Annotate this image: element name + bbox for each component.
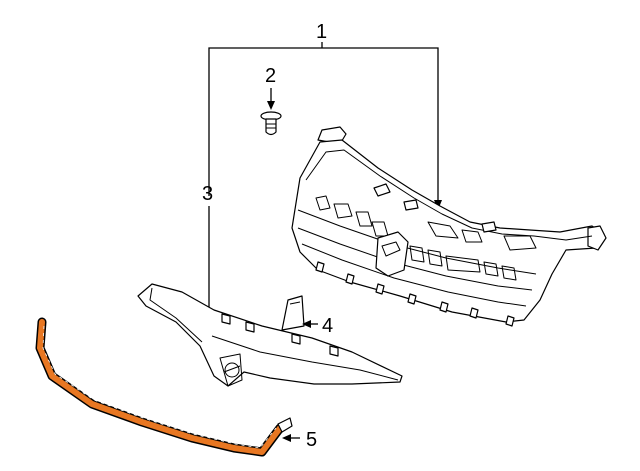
callout-2[interactable]: 2: [265, 65, 276, 87]
callout-5-leader: [282, 434, 300, 442]
callout-4[interactable]: 4: [322, 315, 333, 337]
callout-3[interactable]: 3: [202, 183, 213, 205]
retainer-clip[interactable]: [260, 111, 282, 136]
callout-2-leader: [267, 88, 275, 110]
callout-5[interactable]: 5: [306, 429, 317, 451]
callout-4-leader: [302, 320, 318, 328]
grille-assembly[interactable]: [291, 126, 607, 327]
saturn-logo-icon: [223, 362, 241, 378]
callout-3-leader: [205, 206, 213, 318]
emblem-plate[interactable]: [281, 295, 305, 331]
callout-1[interactable]: 1: [316, 21, 327, 43]
lower-trim-strip[interactable]: [35, 317, 293, 457]
upper-molding[interactable]: [137, 283, 403, 387]
